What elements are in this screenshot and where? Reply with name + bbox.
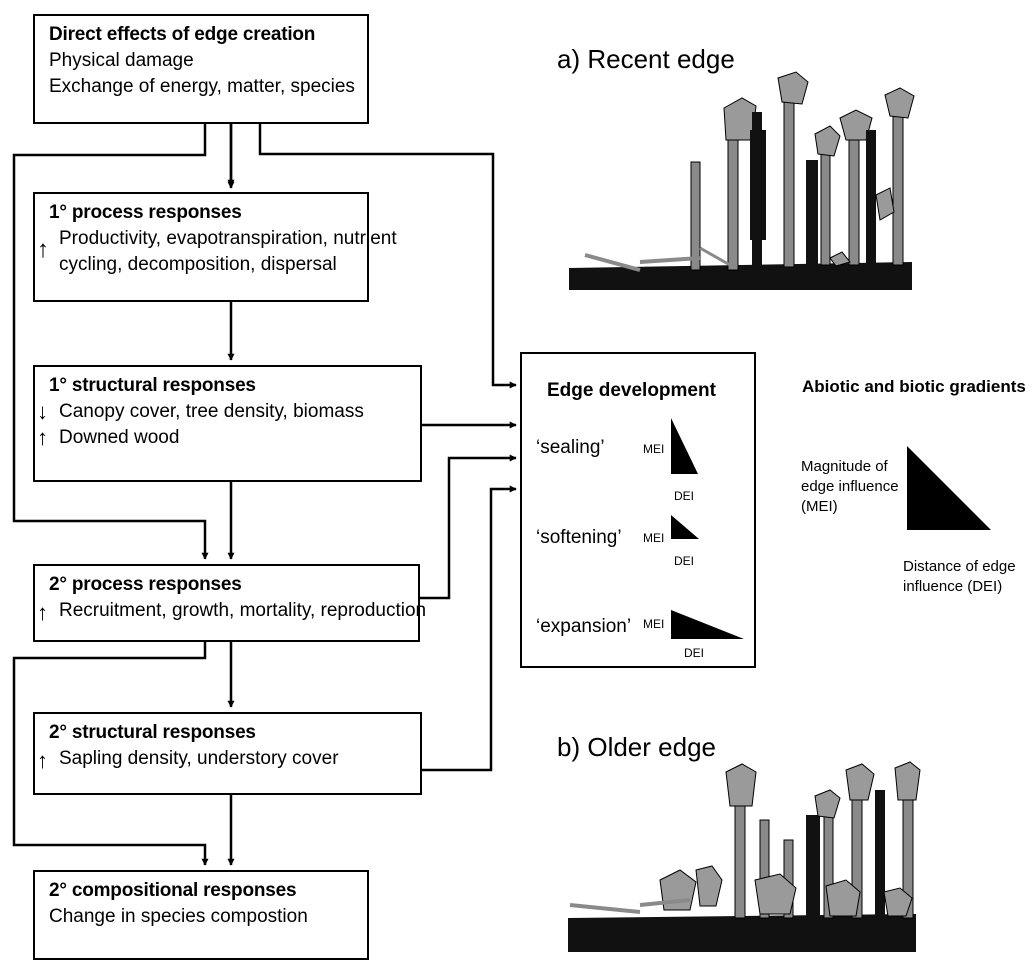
box-title: 2° process responses <box>49 574 242 595</box>
connector-arrows <box>12 124 517 866</box>
expansion-label: ‘expansion’ <box>536 616 632 637</box>
dei-label: DEI <box>674 554 695 568</box>
recent-edge-label: a) Recent edge <box>557 44 735 74</box>
edge-development-box: Edge development ‘sealing’ MEI DEI ‘soft… <box>520 352 756 668</box>
box-line: Physical damage <box>49 50 194 71</box>
box-line: Productivity, evapotranspiration, nutrie… <box>59 228 397 249</box>
box-direct-effects: Direct effects of edge creation Physical… <box>33 14 369 124</box>
recent-edge-illustration <box>569 71 915 290</box>
older-edge-label: b) Older edge <box>557 732 716 762</box>
box-line: Recruitment, growth, mortality, reproduc… <box>59 600 427 621</box>
box-title: 1° process responses <box>49 202 242 223</box>
box-secondary-process: 2° process responses Recruitment, growth… <box>33 564 427 642</box>
edge-influence-triangles <box>671 418 991 639</box>
box-line: Canopy cover, tree density, biomass <box>59 401 364 422</box>
box-primary-process: 1° process responses Productivity, evapo… <box>33 192 397 302</box>
mei-description: edge influence <box>801 478 899 495</box>
box-line: Exchange of energy, matter, species <box>49 76 355 97</box>
mei-label: MEI <box>643 617 665 631</box>
box-secondary-structural: 2° structural responses Sapling density,… <box>33 712 422 795</box>
decrease-arrow-icon: ↓ <box>37 399 48 424</box>
increase-arrow-icon: ↑ <box>37 748 48 773</box>
mei-label: MEI <box>643 442 665 456</box>
box-title: 2° structural responses <box>49 722 256 743</box>
box-line: Sapling density, understory cover <box>59 748 339 769</box>
box-secondary-compositional: 2° compositional responses Change in spe… <box>33 870 369 960</box>
gradients-title: Abiotic and biotic gradients <box>802 377 1026 396</box>
increase-arrow-icon: ↑ <box>37 236 49 263</box>
box-title: 1° structural responses <box>49 375 256 396</box>
box-line: Downed wood <box>59 427 180 448</box>
increase-arrow-icon: ↑ <box>37 600 48 625</box>
box-line: Change in species compostion <box>49 906 308 927</box>
dei-label: DEI <box>674 489 695 503</box>
dei-description: Distance of edge <box>903 558 1016 575</box>
mei-description: (MEI) <box>801 498 838 515</box>
gradient-triangle <box>907 446 991 530</box>
older-edge-illustration <box>568 761 921 952</box>
box-line: cycling, decomposition, dispersal <box>59 254 337 275</box>
increase-arrow-icon: ↑ <box>37 425 48 450</box>
dei-description: influence (DEI) <box>903 578 1003 595</box>
box-title: Direct effects of edge creation <box>49 24 316 45</box>
edge-development-title: Edge development <box>547 380 716 401</box>
box-primary-structural: 1° structural responses Canopy cover, tr… <box>33 365 422 482</box>
dei-label: DEI <box>684 646 705 660</box>
mei-label: MEI <box>643 531 665 545</box>
sealing-label: ‘sealing’ <box>536 437 605 458</box>
mei-description: Magnitude of <box>801 458 888 475</box>
box-title: 2° compositional responses <box>49 880 297 901</box>
softening-label: ‘softening’ <box>536 527 622 548</box>
